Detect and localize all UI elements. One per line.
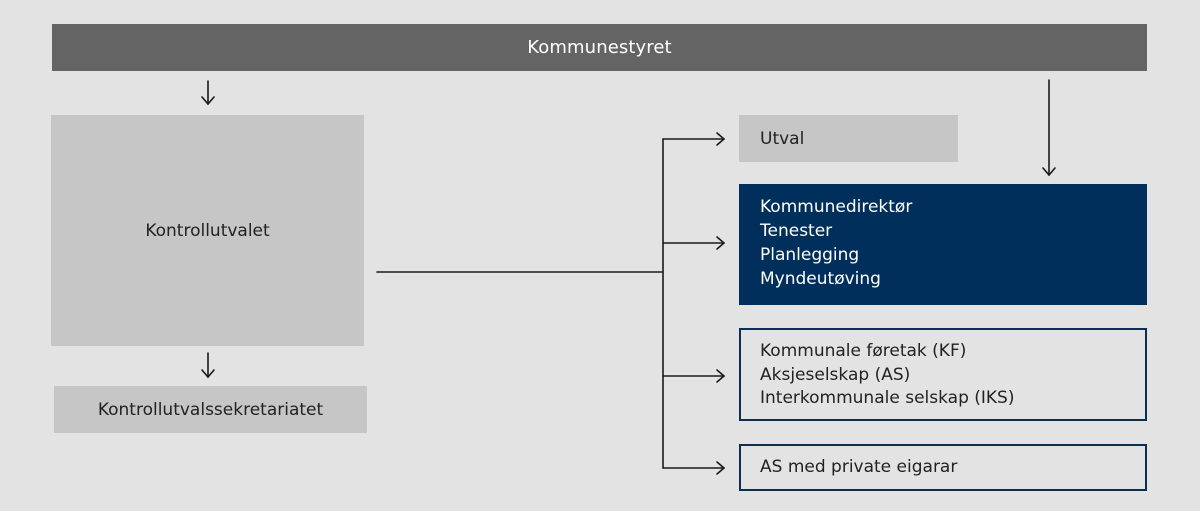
arrow-icon — [201, 352, 215, 379]
administration-node: Kommunedirektør Tenester Planlegging Myn… — [739, 184, 1147, 305]
utval-label: Utval — [760, 128, 805, 149]
administration-line: Myndeutøving — [760, 269, 881, 289]
administration-line: Kommunedirektør — [760, 197, 913, 217]
arrow-icon — [1042, 79, 1056, 177]
kontrollutvalet-node: Kontrollutvalet — [51, 115, 364, 346]
selskap-line: Aksjeselskap (AS) — [760, 364, 911, 385]
arrow-icon — [662, 369, 726, 383]
kommunestyret-label: Kommunestyret — [527, 37, 672, 58]
arrow-icon — [201, 80, 215, 106]
arrow-icon — [662, 132, 726, 146]
selskap-line: Kommunale føretak (KF) — [760, 341, 967, 361]
arrow-icon — [662, 461, 726, 475]
sekretariat-label: Kontrollutvalssekretariatet — [97, 399, 324, 420]
kommunestyret-node: Kommunestyret — [52, 24, 1147, 71]
sekretariat-node: Kontrollutvalssekretariatet — [54, 386, 367, 433]
administration-line: Planlegging — [760, 245, 860, 265]
kontrollutvalet-label: Kontrollutvalet — [145, 220, 270, 241]
selskap-node: Kommunale føretak (KF) Aksjeselskap (AS)… — [739, 328, 1147, 421]
selskap-line: Interkommunale selskap (IKS) — [760, 388, 1015, 408]
private-owners-node: AS med private eigarar — [739, 444, 1147, 491]
utval-node: Utval — [739, 115, 958, 162]
private-owners-label: AS med private eigarar — [760, 456, 958, 477]
arrow-icon — [662, 236, 726, 250]
administration-line: Tenester — [760, 221, 833, 241]
